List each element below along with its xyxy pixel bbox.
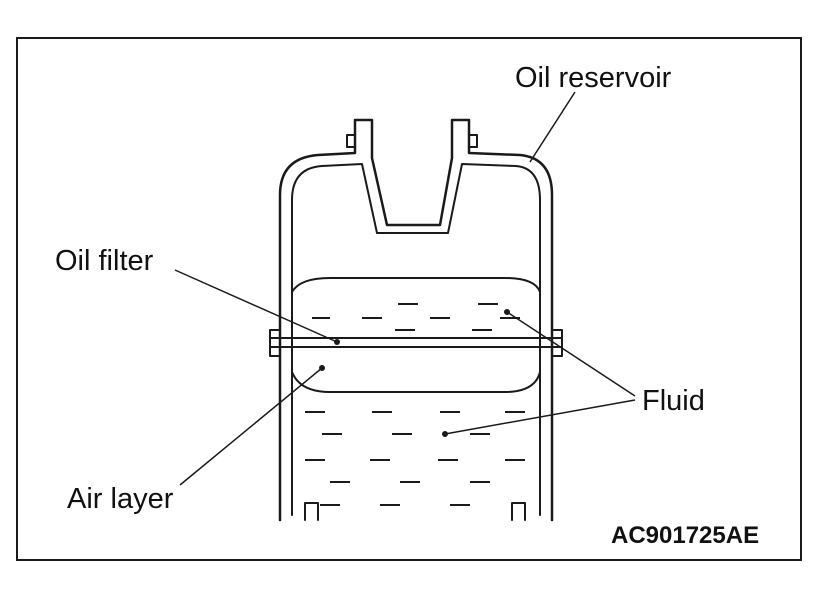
reservoir-outer-wall [278,118,554,522]
filter-flange-left [269,329,281,357]
leader-oil-reservoir [529,91,576,163]
bottom-left-foot [304,502,319,521]
neck-left-tab [346,134,356,148]
frame-border [16,37,802,561]
label-air-layer: Air layer [67,483,174,515]
leader-dots [319,309,510,437]
bottom-right-foot [511,502,526,521]
lower-fluid-dashes [305,411,525,506]
reservoir-inner-wall [291,163,541,516]
upper-fluid-surface [291,277,541,293]
lower-fluid-surface [291,371,541,393]
upper-fluid-dashes [312,303,520,331]
figure-code: AC901725AE [611,522,759,549]
filter-flange-right [551,329,563,357]
leader-oil-filter [174,269,338,343]
neck-right-tab [468,134,478,148]
label-oil-reservoir: Oil reservoir [515,62,672,94]
label-oil-filter: Oil filter [55,245,154,277]
leader-air-layer [179,367,323,486]
leader-fluid-lower [444,399,636,435]
label-fluid: Fluid [642,385,705,417]
leader-fluid-upper [506,311,636,397]
